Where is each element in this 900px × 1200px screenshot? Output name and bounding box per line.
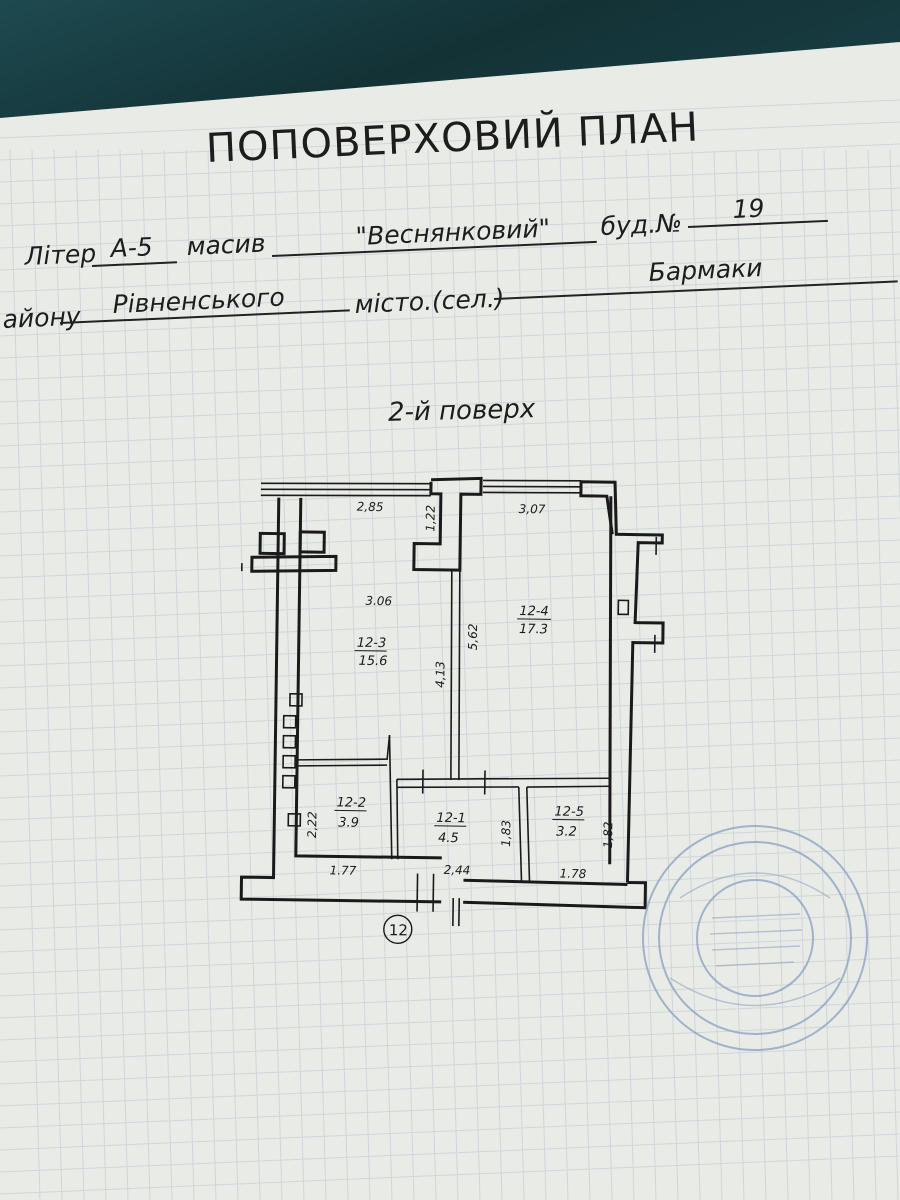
vent-block-left — [258, 531, 286, 556]
dim-column: 1,22 — [423, 505, 437, 532]
apartment-marker-circle — [383, 914, 413, 944]
dim-12-1-height: 1,83 — [499, 820, 513, 847]
partition-12-3-12-4 — [458, 570, 461, 781]
dim-12-1-width: 2,44 — [444, 863, 471, 877]
outer-wall-left — [239, 497, 442, 904]
window-top-right — [482, 479, 582, 494]
dim-12-3-height: 4,13 — [433, 661, 447, 688]
dim-12-2-width: 1.77 — [330, 863, 357, 877]
room-12-3-id: 12-3 — [357, 636, 387, 651]
central-column — [412, 476, 483, 572]
room-12-2-id: 12-2 — [336, 795, 366, 810]
room-12-5-area: 3.2 — [556, 824, 577, 839]
room-12-3-area: 15.6 — [358, 654, 387, 669]
dim-12-2-height: 2,22 — [305, 811, 319, 838]
room-12-2-area: 3.9 — [338, 815, 359, 830]
dim-12-5-height: 1,82 — [601, 821, 615, 848]
room-12-1-area: 4.5 — [438, 831, 459, 846]
room-12-4-area: 17.3 — [519, 622, 548, 637]
partition-corridor — [396, 777, 611, 789]
dim-12-5-width: 1.78 — [559, 867, 586, 881]
apartment-marker-label: 12 — [389, 921, 408, 939]
dim-top-left: 2,85 — [357, 500, 384, 514]
dim-12-4-height: 5,62 — [466, 623, 480, 650]
room-12-1-id: 12-1 — [436, 811, 466, 826]
official-seal — [642, 825, 868, 1051]
vent-block-right — [298, 530, 326, 554]
dim-12-3-width: 3.06 — [365, 594, 392, 608]
window-top-left — [260, 482, 432, 497]
room-12-5-id: 12-5 — [554, 804, 584, 819]
outer-wall-bottom-right — [463, 880, 647, 910]
dim-top-right: 3,07 — [519, 502, 546, 516]
room-12-4-id: 12-4 — [519, 604, 549, 619]
partition-12-2 — [297, 735, 391, 767]
